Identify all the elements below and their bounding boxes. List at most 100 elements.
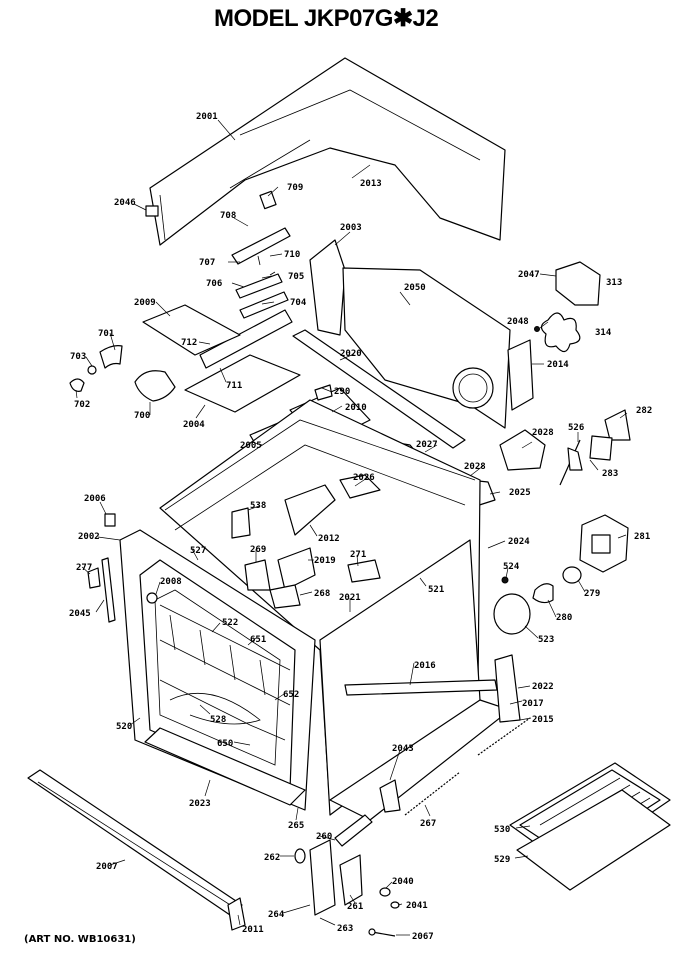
part-label: 700: [134, 411, 150, 421]
part-label: 706: [206, 279, 222, 289]
part-label: 2023: [189, 799, 211, 809]
part-label: 267: [420, 819, 436, 829]
cross-rail: [292, 329, 466, 449]
part-label: 521: [428, 585, 444, 595]
part-label: 2022: [532, 682, 554, 692]
part-label: 2013: [360, 179, 382, 189]
control-switches: [199, 190, 293, 369]
part-label: 2011: [242, 925, 264, 935]
part-label: 268: [314, 589, 330, 599]
part-label: 2028: [532, 428, 554, 438]
fan-motor-assembly: [507, 261, 601, 411]
part-label: 538: [250, 501, 266, 511]
part-label: 281: [634, 532, 650, 542]
part-label: 280: [556, 613, 572, 623]
part-label: 2017: [522, 699, 544, 709]
part-label: 711: [226, 381, 242, 391]
part-label: 2026: [353, 473, 375, 483]
part-label: 2001: [196, 112, 218, 122]
part-label: 710: [284, 250, 300, 260]
part-label: 526: [568, 423, 584, 433]
part-label: 2024: [508, 537, 530, 547]
part-label: 704: [290, 298, 307, 308]
part-label: 2006: [84, 494, 106, 504]
knob-parts: [69, 345, 176, 402]
broiler-pan: [509, 762, 671, 891]
part-label: 2009: [134, 298, 156, 308]
part-label: 261: [347, 902, 363, 912]
part-label: 652: [283, 690, 299, 700]
part-label: 282: [636, 406, 652, 416]
part-label: 2045: [69, 609, 91, 619]
part-label: 2067: [412, 932, 434, 942]
part-label: 712: [181, 338, 197, 348]
left-plate: [142, 304, 241, 356]
part-label: 2019: [314, 556, 336, 566]
part-label: 708: [220, 211, 236, 221]
part-label: 651: [250, 635, 266, 645]
rear-wrapper: [309, 239, 511, 429]
part-label: 523: [538, 635, 554, 645]
part-label: 707: [199, 258, 215, 268]
part-label: 520: [116, 722, 132, 732]
part-label: 279: [584, 589, 600, 599]
part-label: 264: [268, 910, 285, 920]
part-label: 2007: [96, 862, 118, 872]
part-labels: 2001 2013 2046 709 708 710 707 705 706 7…: [69, 112, 652, 942]
part-label: 2015: [532, 715, 554, 725]
part-label: 705: [288, 272, 304, 282]
part-label: 703: [70, 352, 86, 362]
part-label: 313: [606, 278, 622, 288]
part-label: 709: [287, 183, 303, 193]
part-label: 262: [264, 853, 280, 863]
art-number: (ART NO. WB10631): [24, 934, 136, 945]
part-label: 2048: [507, 317, 529, 327]
part-label: 277: [76, 563, 92, 573]
part-label: 522: [222, 618, 238, 628]
part-label: 527: [190, 546, 206, 556]
part-label: 2028: [464, 462, 486, 472]
diagram-title: MODEL JKP07G✱J2: [214, 5, 439, 32]
part-label: 2010: [345, 403, 367, 413]
part-label: 2012: [318, 534, 340, 544]
part-label: 702: [74, 400, 90, 410]
part-label: 269: [250, 545, 266, 555]
control-shelf: [184, 354, 301, 413]
part-label: 2014: [547, 360, 569, 370]
ignitor-assembly: [559, 409, 631, 486]
part-label: 2021: [339, 593, 361, 603]
inner-components: [231, 474, 381, 609]
part-label: 2004: [183, 420, 205, 430]
part-label: 271: [350, 550, 366, 560]
part-label: 2025: [509, 488, 531, 498]
part-label: 529: [494, 855, 510, 865]
leader-lines: [75, 119, 628, 936]
part-label: 2005: [240, 441, 262, 451]
springs: [379, 717, 531, 816]
part-label: 265: [288, 821, 304, 831]
part-label: 2041: [406, 901, 428, 911]
part-label: 2043: [392, 744, 414, 754]
part-label: 2050: [404, 283, 426, 293]
part-label: 524: [503, 562, 520, 572]
light-assembly: [493, 514, 629, 635]
part-label: 530: [494, 825, 510, 835]
part-label: 701: [98, 329, 114, 339]
left-small-parts: [87, 513, 158, 604]
oven-body: [101, 399, 521, 821]
part-label: 2046: [114, 198, 136, 208]
part-label: 2003: [340, 223, 362, 233]
part-label: 2002: [78, 532, 100, 542]
part-label: 283: [602, 469, 618, 479]
part-label: 2008: [160, 577, 182, 587]
part-label: 2016: [414, 661, 436, 671]
part-label: 2027: [416, 440, 438, 450]
part-label: 290: [334, 387, 350, 397]
part-label: 2020: [340, 349, 362, 359]
part-label: 314: [595, 328, 612, 338]
top-panel: [145, 57, 506, 246]
part-label: 2040: [392, 877, 414, 887]
part-label: 528: [210, 715, 226, 725]
part-label: 260: [316, 832, 332, 842]
